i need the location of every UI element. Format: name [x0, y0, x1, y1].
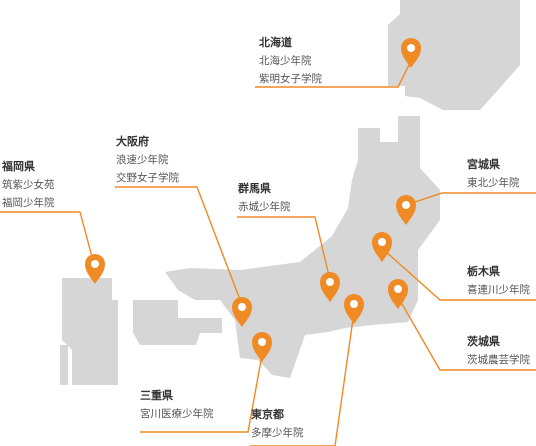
label-tochigi: 栃木県 喜連川少年院: [467, 263, 530, 299]
leader-lines: [0, 60, 536, 446]
institution-name: 赤城少年院: [238, 201, 291, 213]
label-miyagi: 宮城県 東北少年院: [467, 156, 520, 192]
label-mie: 三重県 宮川医療少年院: [140, 387, 214, 423]
honshu-landmass: [165, 116, 440, 378]
leader-line-miyagi: [405, 192, 536, 206]
hokkaido-landmass: [388, 0, 520, 110]
label-ibaraki: 茨城県 茨城農芸学院: [467, 333, 530, 369]
label-tokyo: 東京都 多摩少年院: [251, 406, 304, 442]
institution-name: 紫明女子学院: [259, 73, 322, 85]
map-pin-icon-tokyo[interactable]: [344, 294, 364, 324]
prefecture-name: 大阪府: [116, 135, 149, 148]
map-pin-icon-fukuoka[interactable]: [85, 254, 105, 284]
prefecture-name: 三重県: [140, 389, 173, 402]
institution-name: 福岡少年院: [2, 197, 55, 209]
leader-line-mie: [140, 354, 263, 433]
map-pin-icon-tochigi[interactable]: [372, 232, 392, 262]
leader-line-tokyo: [250, 311, 355, 446]
prefecture-name: 栃木県: [467, 265, 500, 278]
institution-name: 北海少年院: [259, 55, 312, 67]
label-osaka: 大阪府 浪速少年院 交野女子学院: [116, 133, 179, 187]
leader-line-osaka: [115, 186, 243, 306]
institution-name: 多摩少年院: [251, 427, 304, 439]
kyushu-landmass: [62, 278, 118, 385]
institution-name: 茨城農芸学院: [467, 354, 530, 366]
map-pin-icon-ibaraki[interactable]: [388, 279, 408, 309]
institution-name: 宮川医療少年院: [140, 408, 214, 420]
map-pin-icon-hokkaido[interactable]: [401, 38, 421, 68]
prefecture-name: 北海道: [259, 36, 292, 49]
label-fukuoka: 福岡県 筑紫少女苑 福岡少年院: [2, 158, 55, 212]
prefecture-name: 茨城県: [467, 335, 500, 348]
map-pin-icon-osaka[interactable]: [232, 297, 252, 327]
institution-name: 東北少年院: [467, 177, 520, 189]
map-pin-icon-miyagi[interactable]: [396, 195, 416, 225]
label-gunma: 群馬県 赤城少年院: [238, 180, 291, 216]
prefecture-name: 福岡県: [2, 160, 35, 173]
shikoku-landmass: [133, 300, 222, 345]
prefecture-name: 東京都: [251, 408, 284, 421]
leader-line-gunma: [237, 216, 331, 281]
map-pin-icon-mie[interactable]: [252, 332, 272, 362]
label-hokkaido: 北海道 北海少年院 紫明女子学院: [259, 34, 322, 88]
map-pin-icon-gunma[interactable]: [320, 272, 340, 302]
leader-line-tochigi: [383, 249, 536, 301]
leader-line-hokkaido: [255, 60, 412, 88]
institution-name: 喜連川少年院: [467, 284, 530, 296]
institution-name: 浪速少年院: [116, 154, 169, 166]
leader-line-fukuoka: [0, 211, 96, 269]
prefecture-name: 宮城県: [467, 158, 500, 171]
leader-line-ibaraki: [397, 296, 536, 371]
map-pins: [85, 38, 421, 362]
tsushima-island: [60, 345, 68, 385]
prefecture-name: 群馬県: [238, 182, 271, 195]
institution-name: 筑紫少女苑: [2, 179, 55, 191]
institution-name: 交野女子学院: [116, 172, 179, 184]
